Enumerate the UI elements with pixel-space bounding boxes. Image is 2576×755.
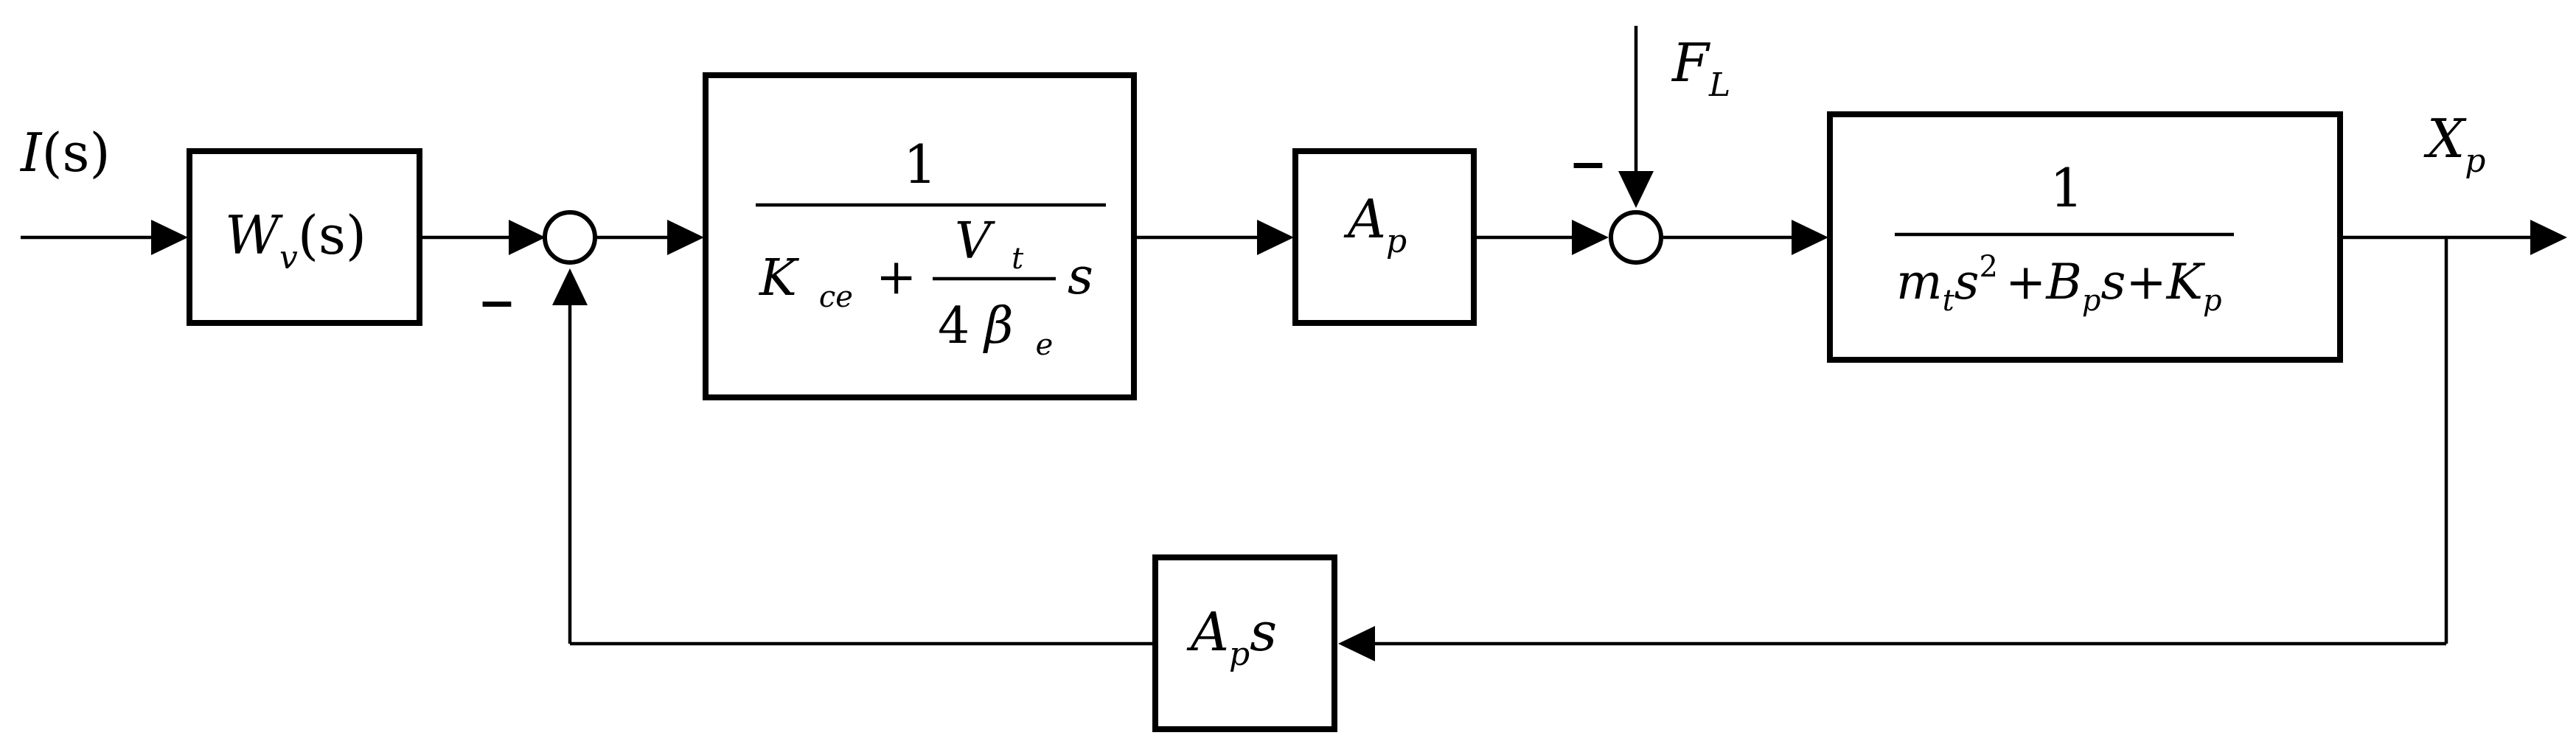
arrow-into-load xyxy=(1792,220,1828,255)
output-label: Xp xyxy=(2423,108,2485,180)
disturbance-arrow xyxy=(1618,171,1654,208)
load-block xyxy=(1827,111,2343,363)
valve-block xyxy=(187,148,422,326)
sum1-minus-sign: − xyxy=(478,276,516,330)
summing-junction-1 xyxy=(543,210,597,265)
area-transfer-function: Ap xyxy=(1343,188,1407,260)
disturbance-label: FL xyxy=(1671,32,1730,104)
load-denominator: mts2+Bps+Kp xyxy=(1896,250,2222,318)
arrow-into-valve xyxy=(151,220,188,255)
hydraulic-den-plus: + xyxy=(876,248,916,305)
sum2-minus-sign: − xyxy=(1569,137,1607,191)
valve-transfer-function: Wv(s) xyxy=(225,204,366,276)
hydraulic-numerator: 1 xyxy=(903,133,937,195)
arrow-into-hydraulic xyxy=(667,220,704,255)
arrow-into-sum1-bottom xyxy=(552,268,588,305)
output-arrow xyxy=(2530,220,2567,255)
hydraulic-den-s: s xyxy=(1068,248,1093,306)
input-label: I(s) xyxy=(19,122,111,184)
hydraulic-block xyxy=(703,72,1137,400)
load-numerator: 1 xyxy=(2050,157,2084,219)
feedback-block xyxy=(1152,554,1337,732)
area-block xyxy=(1292,148,1477,326)
feedback-transfer-function: Aps xyxy=(1186,601,1277,673)
arrow-into-area xyxy=(1257,220,1294,255)
arrow-into-feedback xyxy=(1338,626,1375,661)
load-transfer-function: 1 mts2+Bps+Kp xyxy=(1895,157,2234,318)
arrow-into-sum1 xyxy=(509,220,546,255)
arrow-into-sum2 xyxy=(1572,220,1609,255)
summing-junction-2 xyxy=(1609,210,1663,265)
